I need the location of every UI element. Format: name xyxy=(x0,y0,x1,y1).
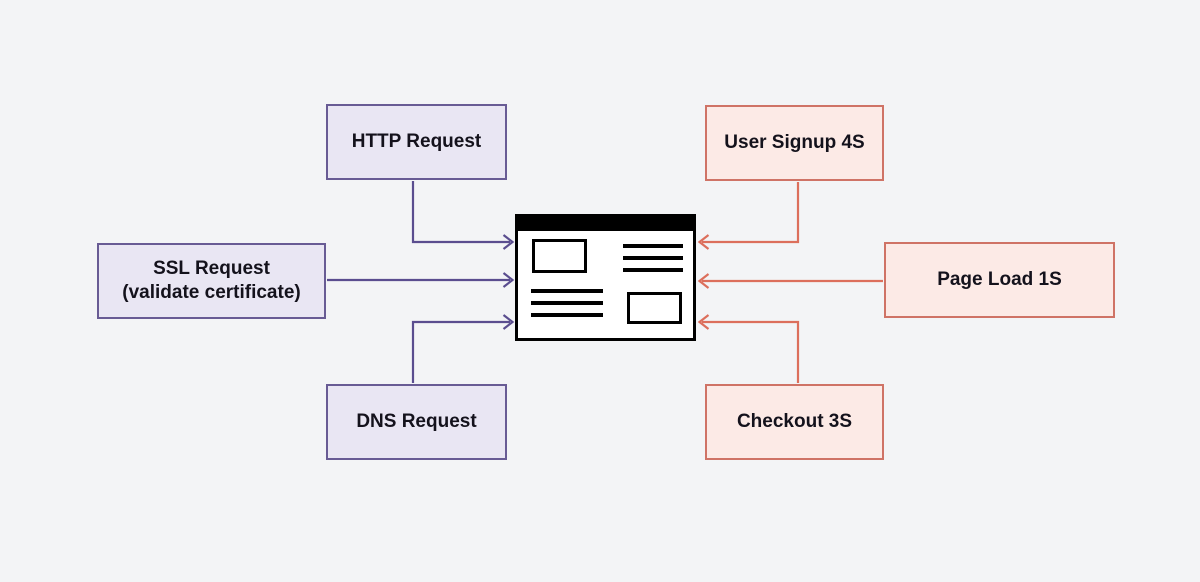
node-dns-request: DNS Request xyxy=(326,384,507,460)
node-user-signup-label: User Signup 4S xyxy=(724,131,865,153)
text-line xyxy=(623,256,683,260)
browser-text-lines-top-right xyxy=(623,244,683,280)
node-checkout-label: Checkout 3S xyxy=(736,410,853,432)
text-line xyxy=(623,268,683,272)
node-http-request: HTTP Request xyxy=(326,104,507,180)
connector-user-signup xyxy=(697,182,800,250)
node-page-load-label: Page Load 1S xyxy=(937,268,1062,290)
connector-page-load xyxy=(697,273,883,289)
browser-text-lines-bottom-left xyxy=(531,289,603,325)
text-line xyxy=(531,301,603,305)
node-ssl-request-label-line2: (validate certificate) xyxy=(122,282,301,303)
browser-titlebar xyxy=(518,217,693,231)
connector-ssl-request xyxy=(327,272,515,288)
node-page-load: Page Load 1S xyxy=(884,242,1115,318)
text-line xyxy=(531,313,603,317)
node-http-request-label: HTTP Request xyxy=(351,130,482,152)
node-ssl-request-label-line1: SSL Request xyxy=(153,257,270,279)
connector-dns-request xyxy=(411,314,515,383)
node-user-signup: User Signup 4S xyxy=(705,105,884,181)
browser-window-icon xyxy=(515,214,696,341)
browser-image-placeholder-bottom-right xyxy=(627,292,682,324)
connector-http-request xyxy=(411,181,515,250)
node-ssl-request: SSL Request (validate certificate) xyxy=(97,243,326,319)
text-line xyxy=(531,289,603,293)
node-checkout: Checkout 3S xyxy=(705,384,884,460)
connector-checkout xyxy=(697,314,800,383)
text-line xyxy=(623,244,683,248)
node-dns-request-label: DNS Request xyxy=(356,410,477,432)
browser-image-placeholder-top-left xyxy=(532,239,587,273)
